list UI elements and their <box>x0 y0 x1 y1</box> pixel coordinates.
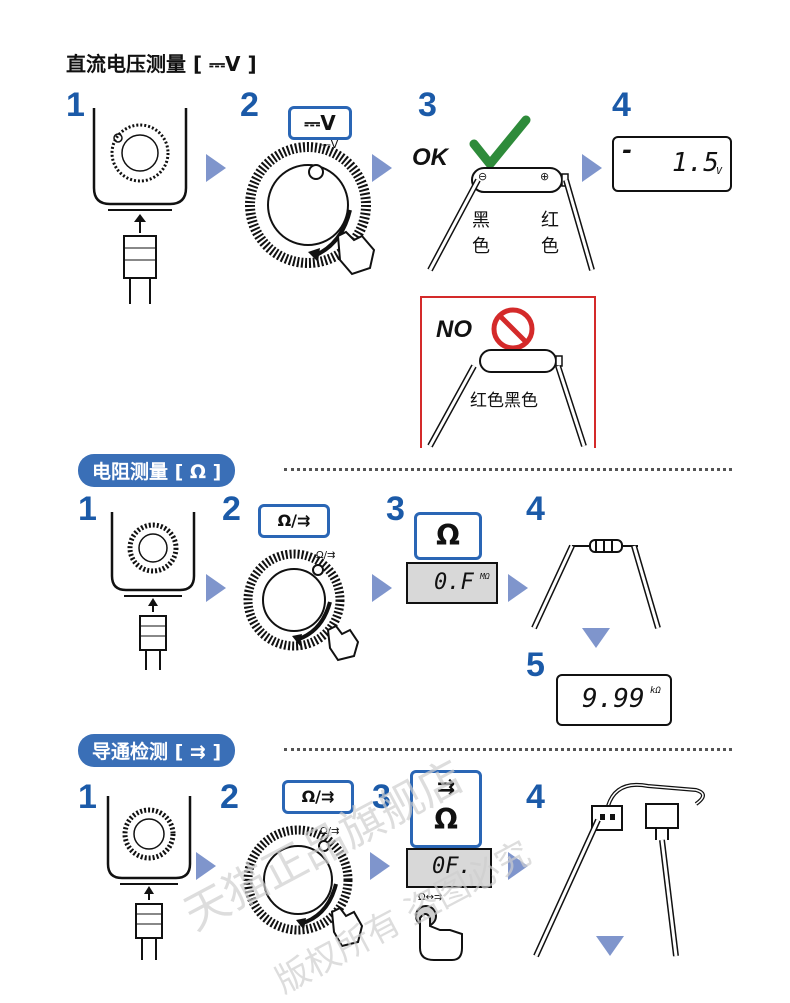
dc-ok-label: OK <box>412 144 448 171</box>
res-result-display: 9.99 kΩ <box>556 674 672 726</box>
dc-display-unit: V <box>716 166 723 177</box>
dc-step-1-number: 1 <box>66 86 85 124</box>
continuity-section-title: 导通检测 [ ⇉ ] <box>78 734 236 767</box>
cont-display: 0F. <box>406 848 492 888</box>
dc-red-label-2: 色 <box>541 236 559 257</box>
dc-wrong-labels: 红色黑色 <box>470 386 538 411</box>
res-arrow-down <box>582 628 610 648</box>
res-arrow-3 <box>508 574 528 602</box>
cont-step-1-number: 1 <box>78 778 97 816</box>
cont-cable-probes-illustration <box>533 783 705 958</box>
dc-red-label-1: 红 <box>541 210 559 231</box>
res-arrow-2 <box>372 574 392 602</box>
dc-mode-callout: ⎓V <box>288 106 352 140</box>
cont-ohm-symbol: Ω <box>434 803 458 836</box>
dc-wrong-battery-illustration <box>479 349 563 373</box>
dc-step-3-number: 3 <box>418 86 437 124</box>
resistance-section-title: 电阻测量 [ Ω ] <box>78 454 236 487</box>
cont-dial-mark: Ω/⇉ <box>320 826 340 837</box>
dc-meter-body-illustration <box>92 108 188 304</box>
res-step-4-number: 4 <box>526 490 545 528</box>
dc-arrow-2 <box>372 154 392 182</box>
res-step-5-number: 5 <box>526 646 545 684</box>
cont-arrow-1 <box>196 852 216 880</box>
res-display-unit: MΩ <box>480 572 490 581</box>
res-display-value: 0.F <box>434 570 474 595</box>
continuity-divider <box>284 748 732 751</box>
cont-step-3-number: 3 <box>372 778 391 816</box>
cont-mode-symbol-callout: ⇉ Ω <box>410 770 482 848</box>
res-step-1-number: 1 <box>78 490 97 528</box>
dc-arrow-3 <box>582 154 602 182</box>
cont-mode-callout: Ω/⇉ <box>282 780 354 814</box>
dc-voltage-display: - 1.5 V <box>612 136 732 192</box>
res-display: 0.F MΩ <box>406 562 498 604</box>
res-result-value: 9.99 <box>582 684 645 714</box>
resistance-divider <box>284 468 732 471</box>
prohibited-icon <box>491 307 535 351</box>
cont-display-value: 0F. <box>432 854 472 879</box>
dc-step-4-number: 4 <box>612 86 631 124</box>
dc-display-sign: - <box>620 136 635 164</box>
dc-battery-plus: ⊕ <box>540 170 550 183</box>
cont-rotary-dial-illustration <box>243 825 364 948</box>
dc-black-label-2: 色 <box>472 236 490 257</box>
cont-press-button-illustration <box>415 905 463 961</box>
dc-section-title: 直流电压测量 [ ⎓V ] <box>66 52 257 76</box>
res-rotary-dial-illustration <box>243 549 360 662</box>
continuity-symbol-icon: ⇉ <box>436 775 456 800</box>
res-mode-callout: Ω/⇉ <box>258 504 330 538</box>
cont-step-4-number: 4 <box>526 778 545 816</box>
dc-arrow-1 <box>206 154 226 182</box>
cont-step-2-number: 2 <box>220 778 239 816</box>
res-meter-body-illustration <box>110 512 196 670</box>
cont-meter-body-illustration <box>106 796 192 960</box>
dc-test-probes-illustration <box>427 178 595 272</box>
dc-wrong-probes-illustration <box>427 364 587 448</box>
res-dial-mark: Ω/⇉ <box>316 550 336 561</box>
dc-wrong-polarity-box: NO 红色黑色 <box>420 296 596 448</box>
cont-button-label: Ω↔⇉ <box>418 892 443 903</box>
res-resistor-probes-illustration <box>531 539 661 630</box>
cont-arrow-down <box>596 936 624 956</box>
dc-step-2-number: 2 <box>240 86 259 124</box>
cont-arrow-2 <box>370 852 390 880</box>
res-arrow-1 <box>206 574 226 602</box>
dc-black-label-1: 黑 <box>472 210 490 231</box>
res-step-3-number: 3 <box>386 490 405 528</box>
dc-display-value: 1.5 <box>672 148 719 178</box>
dc-rotary-dial-illustration <box>245 142 376 276</box>
dc-battery-minus: ⊖ <box>478 170 488 183</box>
ok-checkmark-icon <box>469 115 531 169</box>
res-mode-symbol-callout: Ω <box>414 512 482 560</box>
cont-arrow-3 <box>508 852 528 880</box>
res-result-unit: kΩ <box>650 686 661 696</box>
dc-no-label: NO <box>436 316 472 343</box>
res-step-2-number: 2 <box>222 490 241 528</box>
